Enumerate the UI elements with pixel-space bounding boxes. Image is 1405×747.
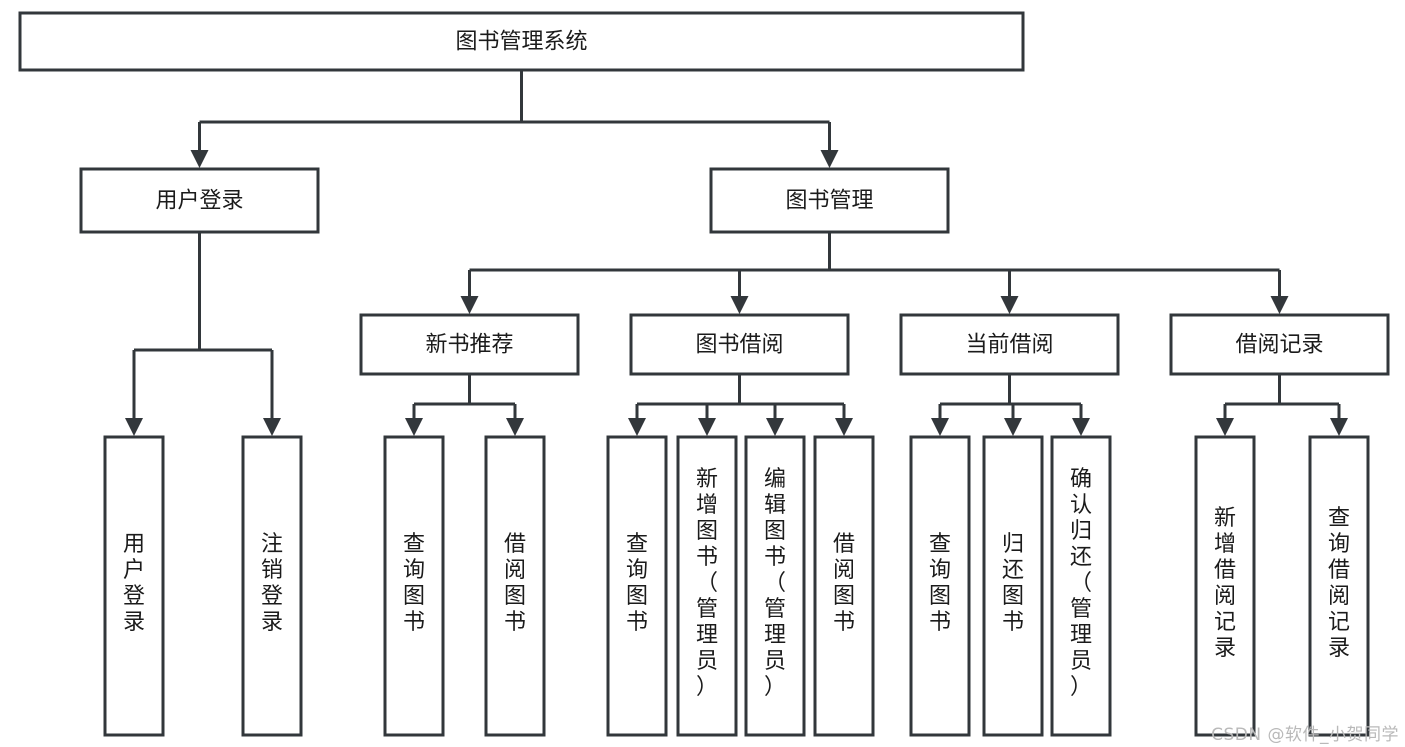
node-leaf-logout-login[interactable]: 注销登录 [241,435,303,737]
arrow-head-icon [835,418,853,436]
node-label: 新书推荐 [425,333,513,358]
node-leaf-add-book[interactable]: 新增图书（管理员） [676,435,738,737]
node-label: 新增图书（管理员） [696,467,718,700]
node-label: 借阅记录 [1235,333,1323,358]
node-new-book-rec[interactable]: 新书推荐 [359,313,580,376]
watermark-label: CSDN @软件_小贺同学 [1211,725,1399,745]
arrow-head-icon [190,150,209,168]
arrow-head-icon [1072,418,1090,436]
arrow-head-icon [1000,296,1019,314]
node-label: 归还图书 [1002,532,1024,635]
node-label: 图书借阅 [695,333,783,358]
arrow-head-icon [405,418,423,436]
node-leaf-return-book[interactable]: 归还图书 [982,435,1044,737]
node-leaf-borrow-book-rec[interactable]: 借阅图书 [484,435,546,737]
arrow-head-icon [506,418,524,436]
arrow-head-icon [1330,418,1348,436]
arrow-head-icon [1270,296,1289,314]
node-label: 查询图书 [626,532,648,635]
node-leaf-query-borrow-record[interactable]: 查询借阅记录 [1308,435,1370,737]
node-label: 用户登录 [155,189,243,214]
node-root[interactable]: 图书管理系统 [18,11,1025,72]
node-user-login[interactable]: 用户登录 [79,167,320,234]
node-label: 借阅图书 [504,532,526,635]
node-leaf-confirm-return[interactable]: 确认归还（管理员） [1050,435,1112,737]
node-label: 图书管理 [785,189,873,214]
arrow-head-icon [766,418,784,436]
node-label: 借阅图书 [833,532,855,635]
node-leaf-borrow-book[interactable]: 借阅图书 [813,435,875,737]
node-label: 编辑图书（管理员） [764,467,786,700]
node-label: 图书管理系统 [455,30,587,55]
node-leaf-add-borrow-record[interactable]: 新增借阅记录 [1194,435,1256,737]
arrow-head-icon [125,418,143,436]
node-leaf-edit-book[interactable]: 编辑图书（管理员） [744,435,806,737]
node-label: 用户登录 [123,532,145,635]
node-label: 查询图书 [929,532,951,635]
node-label: 当前借阅 [965,333,1053,358]
node-boxes: 图书管理系统用户登录图书管理新书推荐图书借阅当前借阅借阅记录用户登录注销登录查询… [18,11,1390,737]
node-label: 确认归还（管理员） [1070,467,1092,700]
arrow-head-icon [931,418,949,436]
arrow-head-icon [1004,418,1022,436]
node-label: 查询借阅记录 [1328,506,1350,661]
node-leaf-query-book-cur[interactable]: 查询图书 [909,435,971,737]
node-book-manage[interactable]: 图书管理 [709,167,950,234]
node-book-borrow[interactable]: 图书借阅 [629,313,850,376]
node-label: 注销登录 [261,532,283,635]
node-label: 新增借阅记录 [1214,506,1236,661]
arrow-head-icon [628,418,646,436]
node-leaf-user-login[interactable]: 用户登录 [103,435,165,737]
arrow-head-icon [820,150,839,168]
arrow-head-icon [1216,418,1234,436]
arrow-head-icon [698,418,716,436]
arrow-head-icon [730,296,749,314]
node-label: 查询图书 [403,532,425,635]
node-borrow-record[interactable]: 借阅记录 [1169,313,1390,376]
connector-edges [125,70,1348,436]
node-current-borrow[interactable]: 当前借阅 [899,313,1120,376]
node-leaf-query-book-borrow[interactable]: 查询图书 [606,435,668,737]
arrow-head-icon [263,418,281,436]
arrow-head-icon [460,296,479,314]
node-leaf-query-book-rec[interactable]: 查询图书 [383,435,445,737]
